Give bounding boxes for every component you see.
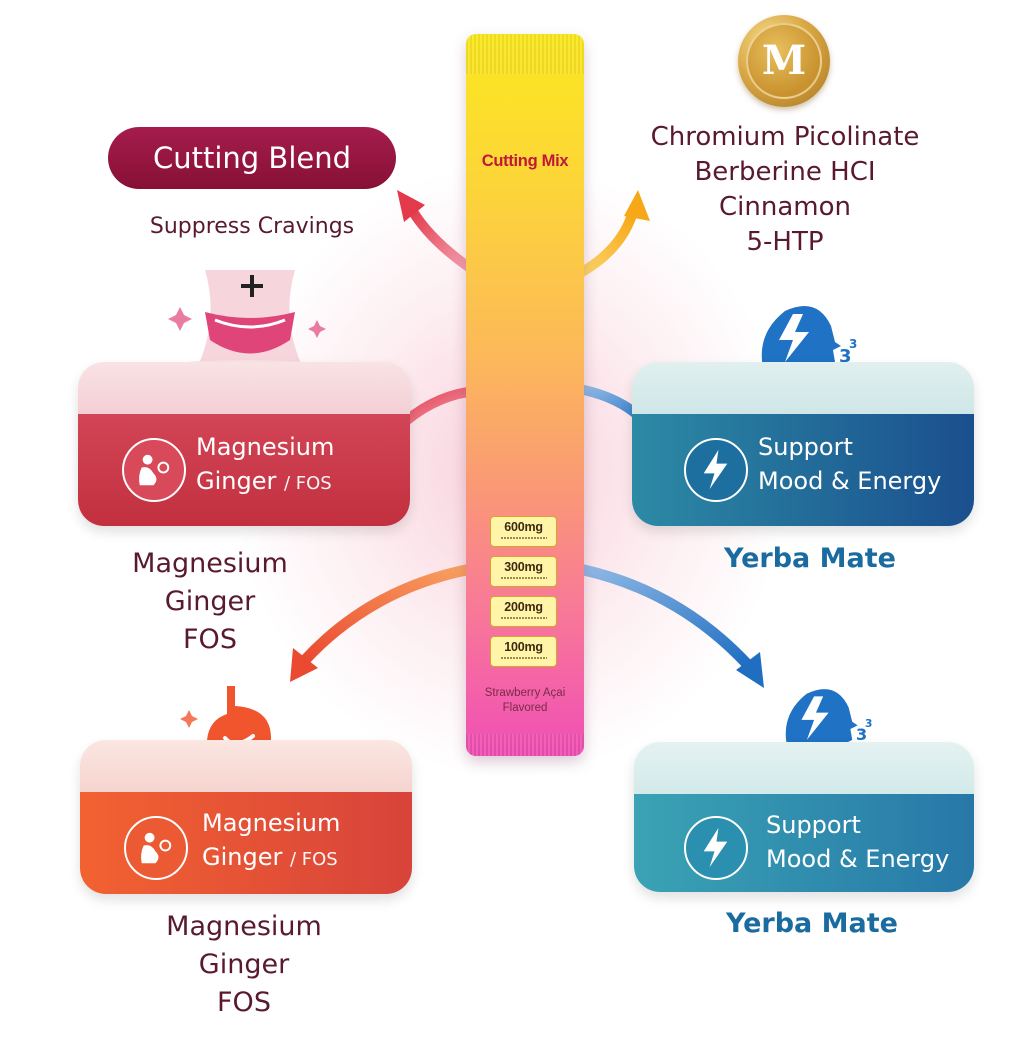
blend-subtitle: Suppress Cravings xyxy=(149,214,355,239)
card-label-line1: Support xyxy=(758,433,853,461)
dose-label: 300mg xyxy=(490,556,557,587)
card-label-line1: Magnesium xyxy=(196,433,335,461)
arrow-lower-left xyxy=(290,564,472,682)
arrow-upper-left xyxy=(397,190,475,273)
caption-item: Ginger xyxy=(198,949,290,980)
ingredient-item: 5-HTP xyxy=(746,227,824,257)
blend-title: Cutting Blend xyxy=(152,141,351,175)
caption-item: FOS xyxy=(183,624,237,655)
ingredient-item: Berberine HCI xyxy=(694,157,876,187)
caption-right-mid: Yerba Mate xyxy=(724,543,896,574)
caption-left-bottom: Magnesium Ginger FOS xyxy=(134,908,354,1022)
caption-right-bottom: Yerba Mate xyxy=(726,908,898,939)
dose-label: 200mg xyxy=(490,596,557,627)
product-name: Cutting Mix xyxy=(481,152,569,170)
dose-value: 200mg xyxy=(504,600,543,614)
m-badge-icon: M xyxy=(738,15,830,107)
card-top-left: Magnesium Ginger / FOS xyxy=(78,362,410,526)
card-bottom-right: Support Mood & Energy xyxy=(634,742,974,892)
card-label-line1: Magnesium xyxy=(202,809,341,837)
svg-text:3: 3 xyxy=(856,725,867,744)
arrow-upper-right xyxy=(577,190,650,277)
caption-item: Magnesium xyxy=(132,548,288,579)
badge-letter: M xyxy=(746,23,822,99)
card-label-line2: Ginger xyxy=(202,843,283,871)
card-label-slash: / FOS xyxy=(289,849,338,870)
cutting-blend-pill: Cutting Blend xyxy=(108,127,396,189)
stick-pack: Cutting Mix 600mg 300mg 200mg 100mg Stra… xyxy=(466,34,584,756)
ingredient-item: Cinnamon xyxy=(719,192,851,222)
dose-value: 600mg xyxy=(504,520,543,534)
flavor-line: Strawberry Açai xyxy=(484,687,566,699)
card-label-line2: Mood & Energy xyxy=(758,467,942,495)
flavor-text: Strawberry Açai Flavored xyxy=(466,686,584,716)
dose-label: 600mg xyxy=(490,516,557,547)
caption-item: Ginger xyxy=(164,586,256,617)
caption-left-mid: Magnesium Ginger FOS xyxy=(100,545,320,659)
caption-item: FOS xyxy=(217,987,271,1018)
head-lightning-icon: 3 3 xyxy=(785,689,873,753)
dose-label: 100mg xyxy=(490,636,557,667)
stomach-relief-icon xyxy=(122,438,186,502)
dose-value: 100mg xyxy=(504,640,543,654)
flavor-line: Flavored xyxy=(502,702,548,714)
lightning-bolt-icon xyxy=(684,816,748,880)
card-label-line1: Support xyxy=(766,811,861,839)
svg-text:3: 3 xyxy=(865,717,873,730)
lightning-bolt-icon xyxy=(684,438,748,502)
stomach-relief-icon xyxy=(124,816,188,880)
svg-text:3: 3 xyxy=(849,337,857,351)
head-lightning-icon: 3 3 xyxy=(761,306,857,376)
arrow-lower-right xyxy=(578,564,764,688)
card-label-slash: / FOS xyxy=(283,473,332,494)
card-top-right: Support Mood & Energy xyxy=(632,362,974,526)
card-label-line2: Mood & Energy xyxy=(766,845,950,873)
ingredient-item: Chromium Picolinate xyxy=(650,122,920,152)
card-label-line2: Ginger xyxy=(196,467,277,495)
svg-text:3: 3 xyxy=(839,346,852,367)
dose-value: 300mg xyxy=(504,560,543,574)
caption-item: Magnesium xyxy=(166,911,322,942)
card-bottom-left: Magnesium Ginger / FOS xyxy=(80,740,412,894)
ingredient-list: Chromium Picolinate Berberine HCI Cinnam… xyxy=(620,120,950,260)
waist-illustration-icon xyxy=(168,270,326,372)
